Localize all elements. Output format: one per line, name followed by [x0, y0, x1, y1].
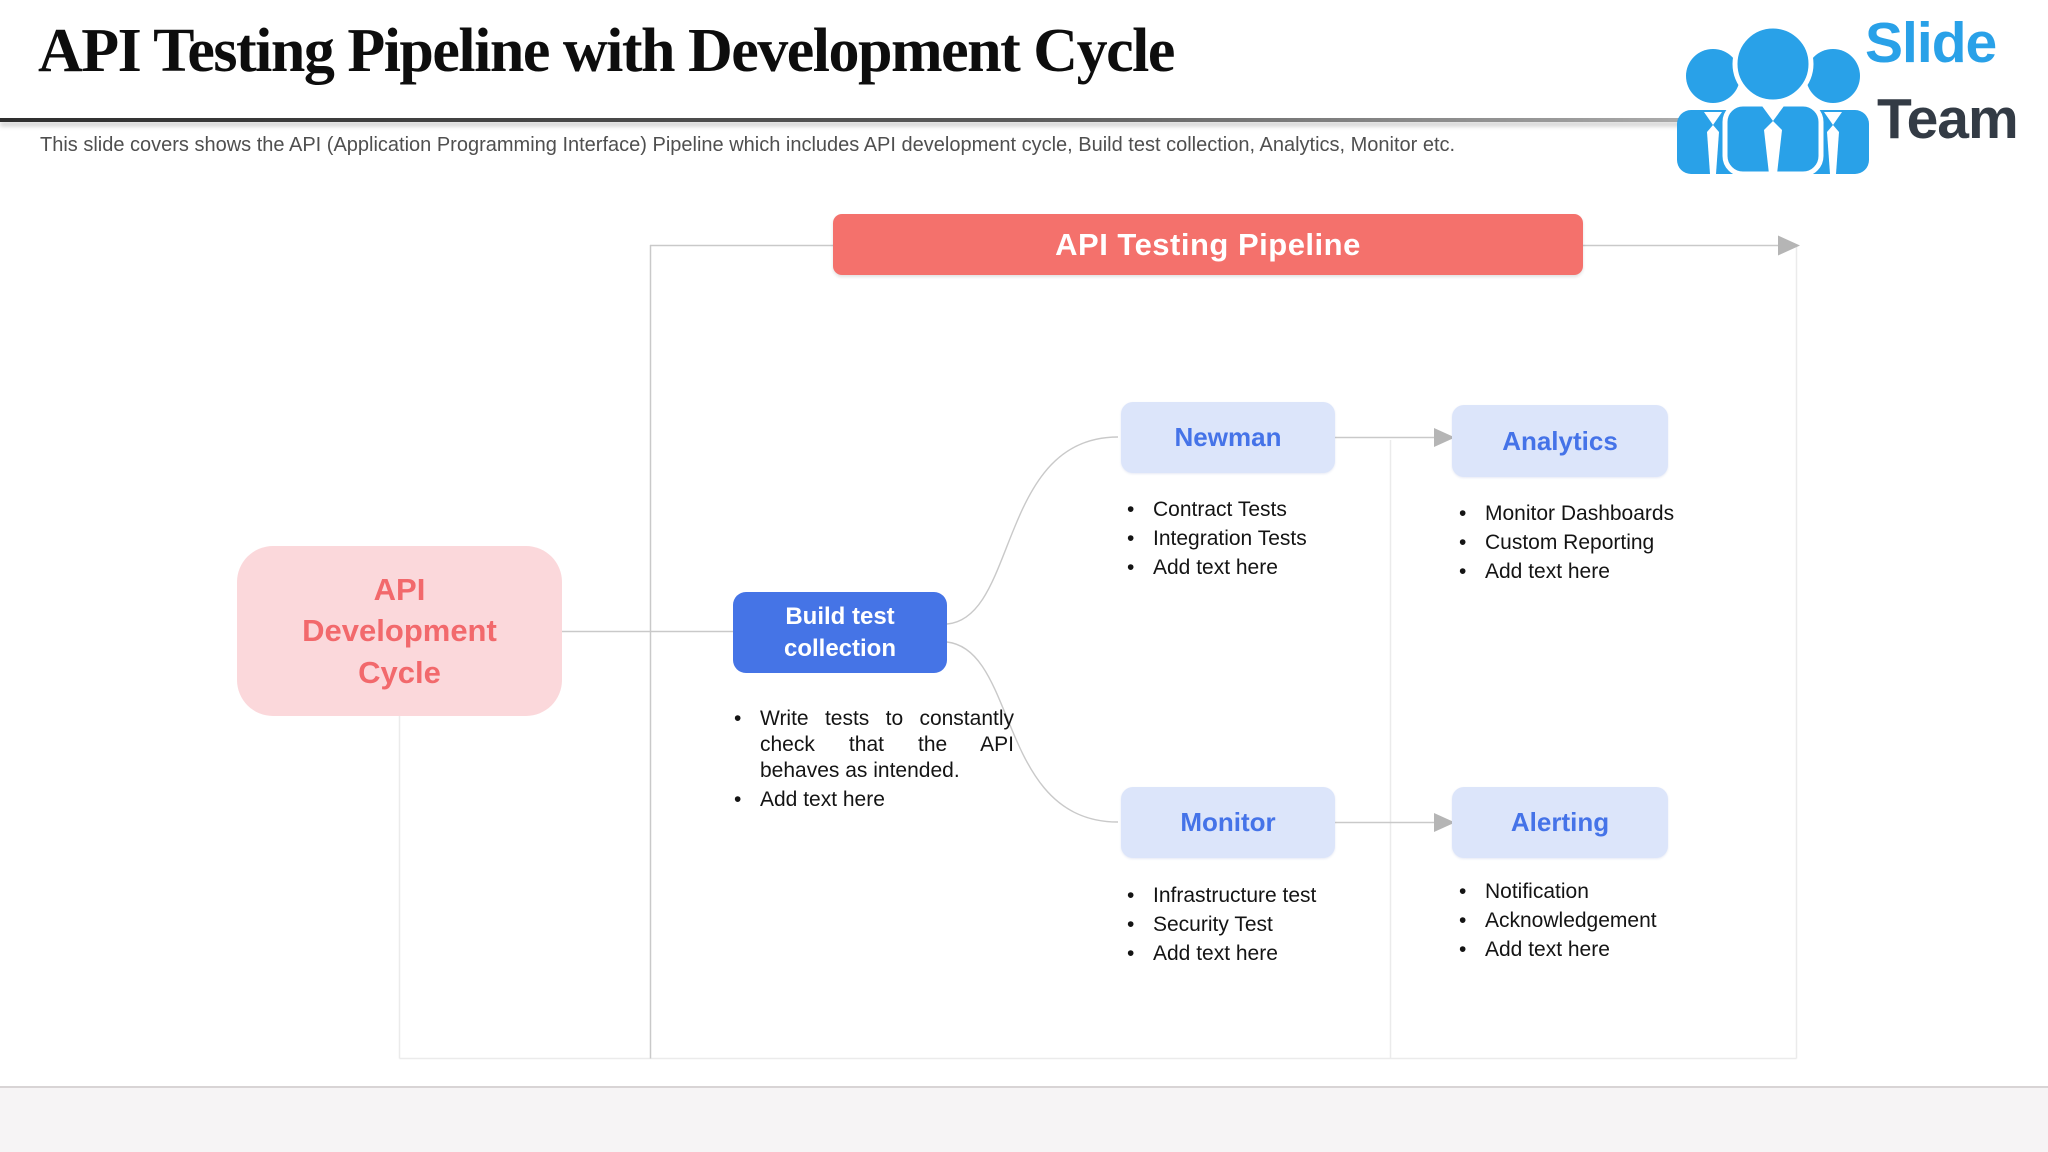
footer-divider: [0, 1086, 2048, 1088]
list-item: Security Test: [1123, 912, 1363, 938]
newman-bullets: Contract Tests Integration Tests Add tex…: [1123, 497, 1353, 584]
slideteam-logo: Slide Team: [1665, 4, 2048, 174]
flow-connectors: [562, 235, 1800, 1059]
list-item: Infrastructure test: [1123, 883, 1363, 909]
arrow-right-icon: [1434, 428, 1455, 447]
page-subtitle: This slide covers shows the API (Applica…: [40, 134, 1456, 156]
build-test-bullets: Write tests to constantly check that the…: [730, 706, 1014, 816]
list-item: Monitor Dashboards: [1455, 501, 1705, 527]
build-test-label: Build test collection: [783, 603, 897, 662]
node-alerting-label: Alerting: [1510, 807, 1610, 837]
list-item: Acknowledgement: [1455, 908, 1705, 934]
list-item: Custom Reporting: [1455, 530, 1705, 556]
list-item: Integration Tests: [1123, 526, 1353, 552]
page-title: API Testing Pipeline with Development Cy…: [38, 17, 1175, 85]
node-alerting: Alerting: [1452, 787, 1668, 858]
logo-people-icon: [1677, 23, 1869, 174]
list-item: Contract Tests: [1123, 497, 1353, 523]
node-newman-label: Newman: [1174, 422, 1282, 452]
list-item: Add text here: [1455, 559, 1705, 585]
pipeline-banner: API Testing Pipeline: [833, 214, 1583, 275]
arrow-right-icon: [1434, 813, 1455, 832]
arrow-right-icon: [1778, 235, 1800, 256]
node-newman: Newman: [1121, 402, 1335, 473]
logo-text-slide: Slide: [1865, 11, 1997, 75]
node-monitor: Monitor: [1121, 787, 1335, 858]
list-item: Add text here: [1123, 555, 1353, 581]
node-analytics: Analytics: [1452, 405, 1668, 477]
title-divider: [0, 118, 1858, 122]
build-test-node: Build test collection: [733, 592, 947, 673]
node-monitor-label: Monitor: [1180, 807, 1276, 837]
list-item: Add text here: [1455, 937, 1705, 963]
alerting-bullets: Notification Acknowledgement Add text he…: [1455, 879, 1705, 966]
monitor-bullets: Infrastructure test Security Test Add te…: [1123, 883, 1363, 970]
analytics-bullets: Monitor Dashboards Custom Reporting Add …: [1455, 501, 1705, 588]
node-analytics-label: Analytics: [1502, 425, 1618, 456]
footer-strip: [0, 1088, 2048, 1152]
list-item: Add text here: [1123, 941, 1363, 967]
list-item: Add text here: [730, 787, 1014, 813]
logo-text-team: Team: [1877, 87, 2019, 151]
dev-cycle-label: API Development Cycle: [302, 572, 497, 690]
list-item: Write tests to constantly check that the…: [730, 706, 1014, 784]
dev-cycle-node: API Development Cycle: [237, 546, 562, 716]
list-item: Notification: [1455, 879, 1705, 905]
